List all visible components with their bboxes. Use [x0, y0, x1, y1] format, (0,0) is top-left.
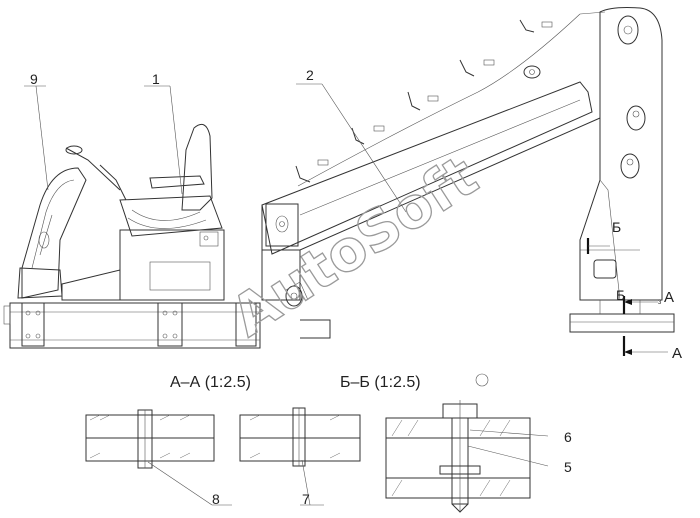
section-mark-a-top: А: [664, 289, 674, 306]
callout-9: 9: [30, 71, 38, 87]
base-frame: [3, 302, 261, 349]
section-aa-middle-detail: 7: [239, 407, 361, 507]
section-mark-a-bottom: А: [672, 345, 682, 362]
section-title-bb: Б–Б (1:2.5): [340, 374, 421, 391]
callout-1: 1: [152, 71, 160, 87]
callouts-top: 9 1 2: [24, 67, 407, 213]
callout-6: 6: [564, 429, 572, 445]
section-mark-b: Б: [612, 219, 621, 235]
section-aa-detail: 8: [85, 409, 232, 507]
cable-clamps: [295, 19, 553, 183]
watermark: AutoSoft: [220, 144, 489, 350]
callout-7: 7: [302, 491, 310, 507]
section-markers: Б Б А 3 А: [586, 219, 682, 362]
tiny-label-3: 3: [658, 300, 662, 306]
section-bb-detail: 6 5: [385, 400, 572, 513]
surface-finish-symbol: [475, 373, 489, 387]
operator-station: [17, 123, 225, 301]
boom-arm: [261, 11, 606, 339]
callout-5: 5: [564, 459, 572, 475]
callout-8: 8: [212, 491, 220, 507]
section-mark-b-lower: Б: [616, 287, 625, 303]
callout-2: 2: [306, 67, 314, 83]
vertical-mast: [569, 7, 675, 333]
section-title-aa: А–А (1:2.5): [170, 374, 251, 391]
